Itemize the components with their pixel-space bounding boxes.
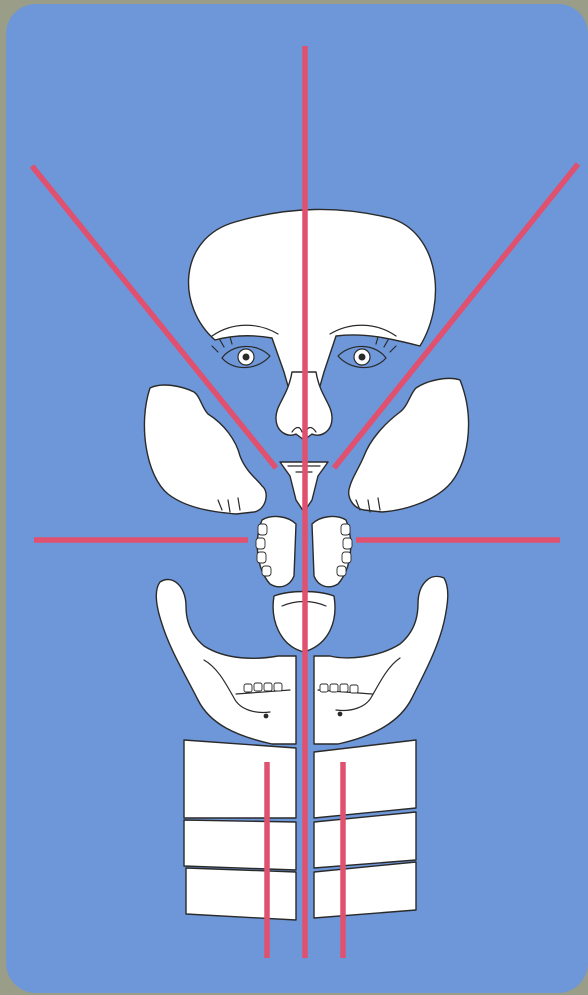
neck-block-right <box>314 740 416 918</box>
neck-block-left <box>184 740 296 920</box>
